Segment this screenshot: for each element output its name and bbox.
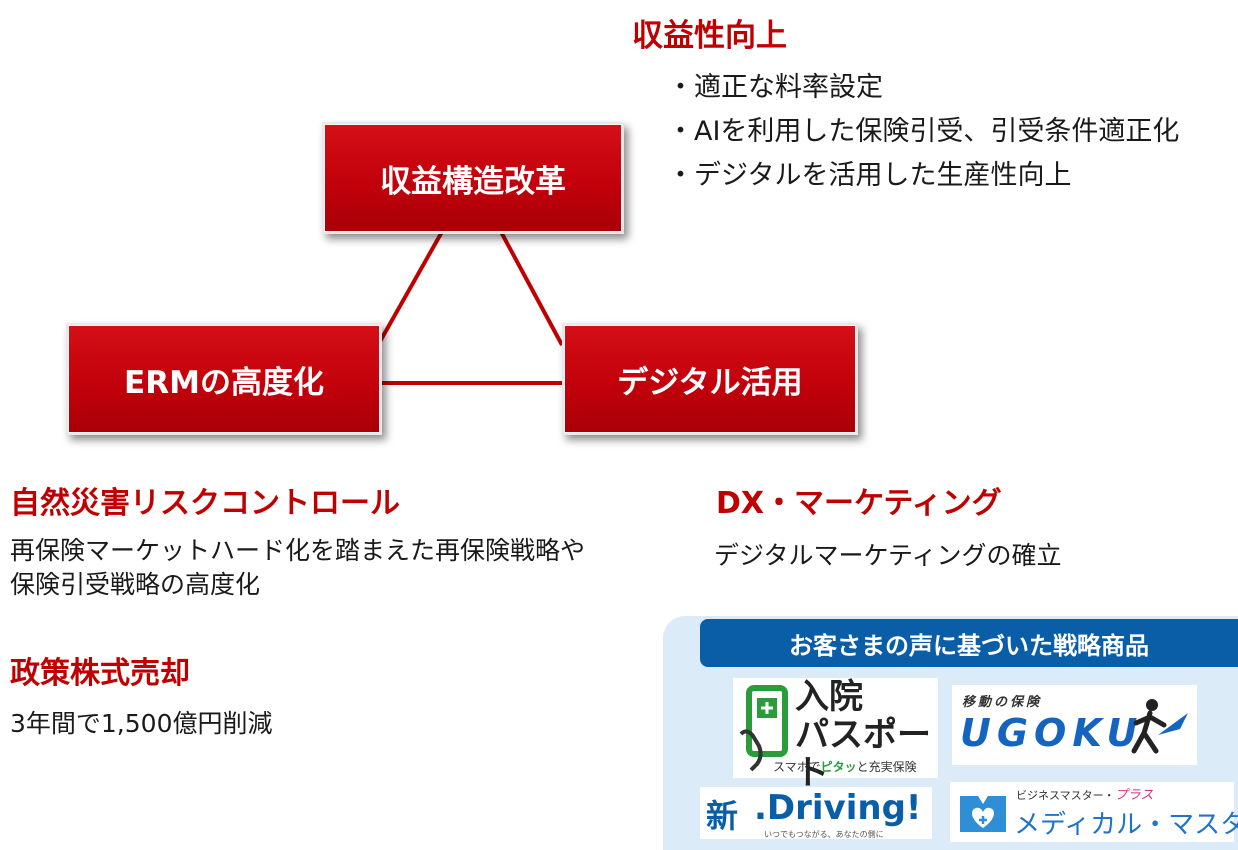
top-title: 収益性向上 xyxy=(632,18,787,54)
medical-sub-script: プラス xyxy=(1114,788,1154,803)
ugoku-sub: 移動の保険 xyxy=(962,695,1043,710)
smartphone-hand-icon xyxy=(739,685,788,772)
section-body-dx-marketing: デジタルマーケティングの確立 xyxy=(714,541,1062,570)
body-line: 保険引受戦略の高度化 xyxy=(10,570,261,599)
section-title-policy-stocks: 政策株式売却 xyxy=(10,656,190,691)
box-label: 収益構造改革 xyxy=(380,163,566,200)
tagline-pre: スマホで xyxy=(773,760,821,774)
driving-prefix: 新 xyxy=(706,797,739,835)
driving-name: .Driving! xyxy=(754,788,922,828)
medical-sub-label: ビジネスマスター・ xyxy=(1016,789,1115,802)
walking-person-icon xyxy=(1131,699,1188,754)
box-digital-utilization: デジタル活用 xyxy=(562,323,858,435)
product-card-medical-master: ビジネスマスター・プラス メディカル・マスター xyxy=(950,782,1238,842)
section-body-policy-stocks: 3年間で1,500億円削減 xyxy=(10,709,273,738)
box-label: デジタル活用 xyxy=(617,364,803,401)
product-card-nyuin-passport: 入院 パスポート スマホでピタッと充実保険 xyxy=(733,677,938,792)
box-erm-advancement: ERMの高度化 xyxy=(66,323,382,435)
medical-name: メディカル・マスター xyxy=(1014,810,1238,840)
nyuin-line2: パスポート xyxy=(795,715,931,793)
box-label: ERMの高度化 xyxy=(124,364,324,401)
strategic-products-banner: お客さまの声に基づいた戦略商品 xyxy=(700,619,1238,667)
tagline-post: と充実保険 xyxy=(856,760,917,774)
ugoku-name: UGOKU xyxy=(960,711,1144,755)
connector-top-right xyxy=(498,229,564,346)
section-title-dx-marketing: DX・マーケティング xyxy=(716,486,1002,521)
medical-sub: ビジネスマスター・プラス xyxy=(1016,784,1153,803)
bullet-list: ・適正な料率設定 ・AIを利用した保険引受、引受条件適正化 ・デジタルを活用した… xyxy=(667,66,1179,198)
section-body-natural-disaster: 再保険マーケットハード化を踏まえた再保険戦略や 保険引受戦略の高度化 xyxy=(10,534,585,602)
tagline-accent: ピタッ xyxy=(820,760,857,774)
connector-top-left xyxy=(376,229,445,346)
product-card-driving: 新 .Driving! いつでもつながる、あなたの側に xyxy=(700,787,932,839)
product-card-ugoku: 移動の保険 UGOKU xyxy=(952,685,1197,765)
driving-tagline: いつでもつながる、あなたの側に xyxy=(764,830,884,839)
medical-heart-logo-icon xyxy=(960,796,1006,832)
section-title-natural-disaster: 自然災害リスクコントロール xyxy=(10,486,400,521)
nyuin-tagline: スマホでピタッと充実保険 xyxy=(773,758,917,775)
body-line: 再保険マーケットハード化を踏まえた再保険戦略や xyxy=(10,536,586,565)
box-revenue-structure-reform: 収益構造改革 xyxy=(322,122,624,234)
bullet-item: ・適正な料率設定 xyxy=(667,72,883,103)
bullet-item: ・AIを利用した保険引受、引受条件適正化 xyxy=(667,116,1180,147)
bullet-item: ・デジタルを活用した生産性向上 xyxy=(667,160,1072,191)
nyuin-line1: 入院 xyxy=(795,677,863,717)
